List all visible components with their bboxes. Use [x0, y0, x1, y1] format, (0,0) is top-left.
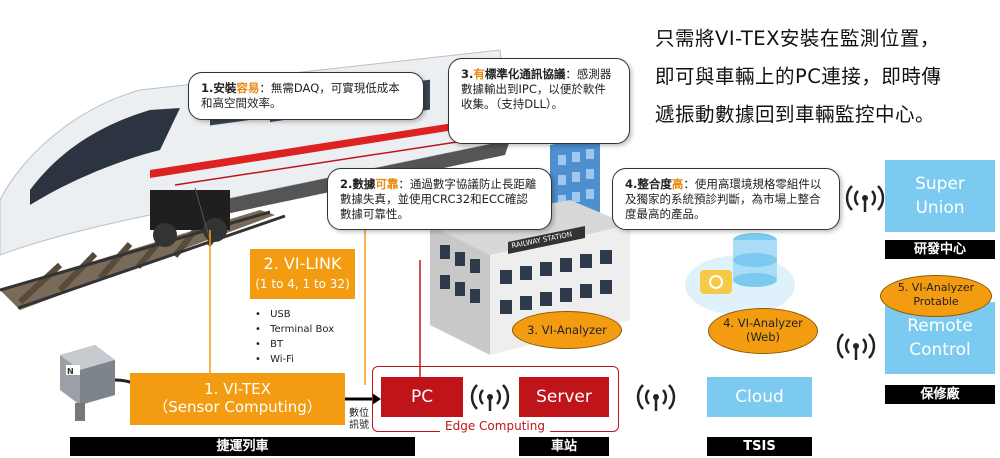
- vi-analyzer-portable-line-2: Protable: [913, 295, 959, 308]
- cloud-illustration: [685, 233, 795, 315]
- callout-4-number: 4.整合度: [625, 177, 672, 191]
- callout-data-reliable: 2.數據可靠：通過數字協議防止長距離數據失真，並使用CRC32和ECC確認數據可…: [327, 168, 552, 230]
- super-union-box: Super Union: [885, 160, 995, 232]
- metro-train-label: 捷運列車: [70, 437, 415, 456]
- intro-text: 只需將VI-TEX安裝在監測位置， 即可與車輛上的PC連接，即時傳 遞振動數據回…: [655, 20, 985, 134]
- callout-3-number: 3.: [461, 67, 474, 81]
- remote-control-line-2: Control: [909, 340, 971, 360]
- vi-tex-box: 1. VI-TEX （Sensor Computing）: [130, 373, 345, 425]
- svg-text:N: N: [67, 367, 74, 376]
- cloud-database-icon: [685, 233, 795, 315]
- interface-item: Terminal Box: [255, 322, 334, 337]
- sensor-icon: N: [60, 345, 150, 421]
- pc-box: PC: [381, 377, 463, 417]
- wireless-signal-icon: [470, 384, 510, 411]
- remote-control-line-1: Remote: [907, 316, 973, 336]
- callout-3-text: ：感測器數據輸出到IPC，以便於軟件收集。（支持DLL）。: [461, 67, 612, 111]
- interface-list: USB Terminal Box BT Wi-Fi: [255, 307, 334, 367]
- sensor-illustration: N: [60, 345, 150, 421]
- vi-analyzer-web-line-2: (Web): [745, 330, 781, 344]
- callout-install-easy: 1.安裝容易：無需DAQ，可實現低成本和高空間效率。: [188, 72, 424, 120]
- callout-4-highlight: 高: [671, 177, 684, 191]
- callout-3-highlight: 有: [473, 67, 485, 81]
- vi-analyzer-portable-line-1: 5. VI-Analyzer: [897, 281, 975, 294]
- intro-line-1: 只需將VI-TEX安裝在監測位置，: [655, 27, 940, 50]
- vi-analyzer-web-line-1: 4. VI-Analyzer: [723, 316, 803, 330]
- edge-computing-label: Edge Computing: [440, 419, 550, 433]
- super-union-line-2: Union: [915, 198, 965, 218]
- wireless-signal-icon: [636, 384, 676, 411]
- vi-tex-subtitle: （Sensor Computing）: [153, 398, 322, 416]
- intro-line-3: 遞振動數據回到車輛監控中心。: [655, 103, 936, 126]
- callout-integration-high: 4.整合度高：使用高環境規格零組件以及獨家的系統預診判斷，為市場上整合度最高的產…: [612, 168, 840, 230]
- callout-2-number: 2.數據: [340, 177, 376, 191]
- super-union-line-1: Super: [915, 174, 965, 194]
- callout-1-highlight: 容易: [236, 81, 260, 95]
- callout-1-text: ：無需DAQ，可實現低成本和高空間效率。: [201, 81, 400, 110]
- maintenance-depot-label: 保修廠: [885, 385, 995, 404]
- callout-1-number: 1.安裝: [201, 81, 237, 95]
- tsis-label: TSIS: [707, 437, 812, 456]
- vi-analyzer-bubble: 3. VI-Analyzer: [512, 311, 622, 349]
- vi-link-title: 2. VI-LINK: [263, 254, 342, 273]
- callout-4-text: ：使用高環境規格零組件以及獨家的系統預診判斷，為市場上整合度最高的產品。: [625, 177, 822, 221]
- callout-2-highlight: 可靠: [375, 177, 399, 191]
- server-box: Server: [519, 377, 609, 417]
- vi-analyzer-web-bubble: 4. VI-Analyzer (Web): [708, 308, 818, 354]
- interface-item: BT: [255, 337, 334, 352]
- station-label: 車站: [519, 437, 609, 456]
- cloud-box: Cloud: [707, 377, 812, 417]
- wireless-signal-icon: [836, 333, 876, 360]
- interface-item: Wi-Fi: [255, 352, 334, 367]
- intro-line-2: 即可與車輛上的PC連接，即時傳: [655, 65, 942, 88]
- digital-signal-label: 數位訊號: [349, 408, 369, 431]
- vi-analyzer-portable-bubble: 5. VI-Analyzer Protable: [880, 275, 992, 317]
- vi-link-box: 2. VI-LINK (1 to 4, 1 to 32): [250, 249, 355, 299]
- callout-3-mid: 標準化通訊協議: [484, 67, 566, 81]
- vi-tex-title: 1. VI-TEX: [204, 380, 271, 398]
- vi-link-subtitle: (1 to 4, 1 to 32): [255, 277, 350, 291]
- callout-2-text: ：通過數字協議防止長距離數據失真，並使用CRC32和ECC確認數據可靠性。: [340, 177, 537, 221]
- callout-standard-protocol: 3.有標準化通訊協議：感測器數據輸出到IPC，以便於軟件收集。（支持DLL）。: [448, 58, 630, 144]
- rd-center-label: 研發中心: [885, 240, 995, 259]
- wireless-signal-icon: [845, 185, 885, 212]
- interface-item: USB: [255, 307, 334, 322]
